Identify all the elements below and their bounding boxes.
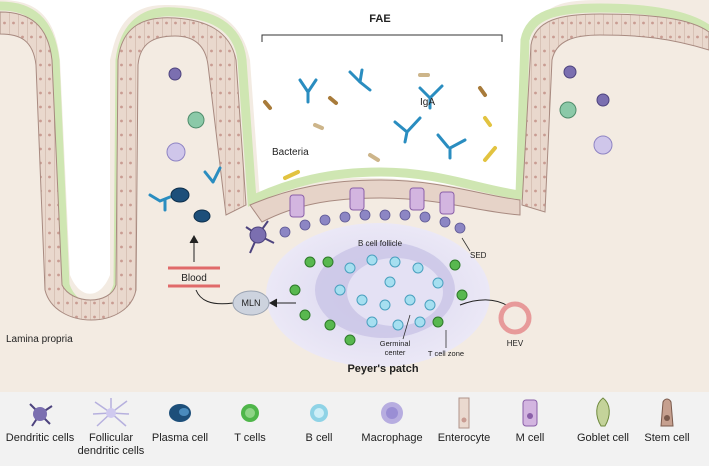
- legend-label: Stem cell: [644, 432, 690, 444]
- legend-label: Enterocyte: [437, 432, 491, 444]
- blood-vessel: [168, 266, 220, 288]
- label-mln: MLN: [241, 298, 260, 308]
- fae-epithelium: [249, 179, 521, 223]
- dendritic-cell-icon: [29, 403, 53, 427]
- legend-label: Dendritic cells: [5, 432, 75, 444]
- dendritic-cells-lp: [168, 65, 610, 254]
- legend-item-follicular-dendritic: Follicular dendritic cells: [71, 392, 151, 466]
- sed-dendritic-band: [279, 209, 466, 238]
- legend-label: T cells: [234, 432, 266, 444]
- enterocyte-icon: [458, 397, 470, 429]
- legend-label: Goblet cell: [577, 432, 629, 444]
- legend-item-b-cell: B cell: [279, 392, 359, 466]
- label-iga: IgA: [420, 97, 435, 108]
- label-peyers-patch: Peyer's patch: [347, 363, 418, 375]
- fae-bracket: [261, 34, 503, 42]
- legend-item-t-cells: T cells: [210, 392, 290, 466]
- diagram-canvas: Blood MLN HEV FAE IgA Bacteria B cell fo…: [0, 0, 709, 392]
- legend-item-macrophage: Macrophage: [352, 392, 432, 466]
- macrophage-cell: [166, 142, 186, 162]
- label-t-cell-zone: T cell zone: [428, 349, 464, 358]
- label-hev: HEV: [507, 339, 524, 348]
- m-cells: [289, 187, 455, 218]
- legend-label: Macrophage: [361, 432, 423, 444]
- plasma-cell-icon: [169, 404, 191, 422]
- macrophage-icon: [381, 402, 403, 424]
- legend-label: Follicular dendritic cells: [77, 432, 145, 457]
- green-cell: [187, 111, 205, 129]
- germinal-center: [347, 258, 443, 326]
- b-cell-icon: [310, 404, 328, 422]
- t-cells-zone: [289, 256, 468, 346]
- label-fae: FAE: [369, 13, 390, 25]
- label-germinal: Germinal: [380, 339, 411, 348]
- legend-item-goblet: Goblet cell: [563, 392, 643, 466]
- m-cell-icon: [522, 399, 538, 427]
- label-bacteria: Bacteria: [272, 147, 309, 158]
- legend-item-plasma: Plasma cell: [140, 392, 220, 466]
- green-cell-right: [559, 101, 577, 119]
- bacteria: [263, 73, 497, 180]
- legend-label: M cell: [515, 432, 545, 444]
- plasma-cells: [170, 187, 211, 223]
- mln-node: [232, 290, 270, 316]
- legend: Dendritic cells Follicular dendritic cel…: [0, 392, 709, 466]
- legend-item-dendritic: Dendritic cells: [0, 392, 80, 466]
- legend-item-m-cell: M cell: [490, 392, 570, 466]
- iga-antibodies: [148, 68, 467, 212]
- legend-item-stem: Stem cell: [627, 392, 707, 466]
- legend-label: B cell: [305, 432, 333, 444]
- label-sed: SED: [470, 251, 487, 260]
- t-cell-icon: [241, 404, 259, 422]
- legend-label: Plasma cell: [151, 432, 209, 444]
- legend-item-enterocyte: Enterocyte: [424, 392, 504, 466]
- epithelium-right: [521, 13, 709, 213]
- epithelium-left: [0, 11, 247, 321]
- hev-ring: [498, 301, 532, 335]
- stem-cell-icon: [660, 398, 674, 427]
- label-lamina-propria: Lamina propria: [6, 334, 73, 345]
- flow-arrows: [189, 234, 509, 308]
- goblet-cell-icon: [596, 397, 610, 427]
- label-blood: Blood: [181, 273, 207, 284]
- label-center: center: [385, 348, 406, 357]
- macrophage-cell-right: [593, 135, 613, 155]
- follicular-dendritic-cell-icon: [92, 398, 130, 427]
- label-b-cell-follicle: B cell follicle: [358, 239, 403, 248]
- follicle-b-cells: [334, 254, 444, 331]
